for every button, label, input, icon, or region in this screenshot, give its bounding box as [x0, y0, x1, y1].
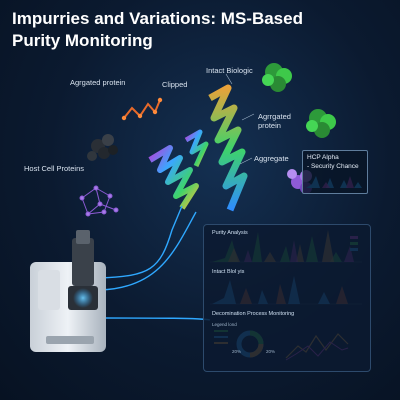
aggregate-cluster-icon: [262, 63, 292, 92]
label-aggrgated-protein: Agrrgated protein: [258, 112, 291, 130]
hcp-alpha-title: HCP Alpha: [307, 154, 339, 161]
aggregate-cluster-icon-2: [306, 109, 336, 138]
leader-lines: [225, 73, 255, 165]
label-aggregate: Aggregate: [254, 154, 289, 163]
analysis-dashboard: Purity Analysis Intact Blol yis Decomina…: [203, 224, 371, 372]
hcp-mesh-icon: [79, 185, 119, 217]
label-agregated-protein: Agrgated protein: [70, 78, 126, 87]
title-line-1: Impurries and Variations: MS-Based: [12, 9, 303, 28]
label-intact-biologic: Intact Biologic: [206, 66, 253, 75]
protein-ribbon-right: [184, 129, 209, 168]
donut-right-value: 20%: [266, 349, 276, 354]
legend-label: Legend lond: [212, 322, 237, 327]
label-host-cell-proteins: Host Cell Proteins: [24, 164, 85, 173]
connection-beams: [99, 205, 211, 321]
mass-spectrometer-icon: [30, 230, 106, 352]
process-monitoring-title: Decomination Process Monitoring: [212, 311, 295, 317]
title-line-2: Purity Monitoring: [12, 31, 153, 50]
clipped-protein-icon: [121, 97, 163, 121]
host-cell-protein-cluster-icon: [87, 134, 118, 161]
label-clipped: Clipped: [162, 80, 188, 89]
hcp-alpha-panel: HCP Alpha - Security Chance: [302, 150, 368, 194]
hcp-alpha-subtitle: - Security Chance: [307, 163, 359, 170]
page-title: Impurries and Variations: MS-Based Purit…: [12, 8, 342, 52]
donut-left-value: 20%: [232, 349, 242, 354]
protein-ribbon-center: [208, 84, 248, 212]
intact-analysis-title: Intact Blol yis: [212, 269, 245, 275]
protein-ribbon-left: [148, 145, 199, 210]
purity-analysis-title: Purity Analysis: [212, 230, 248, 236]
